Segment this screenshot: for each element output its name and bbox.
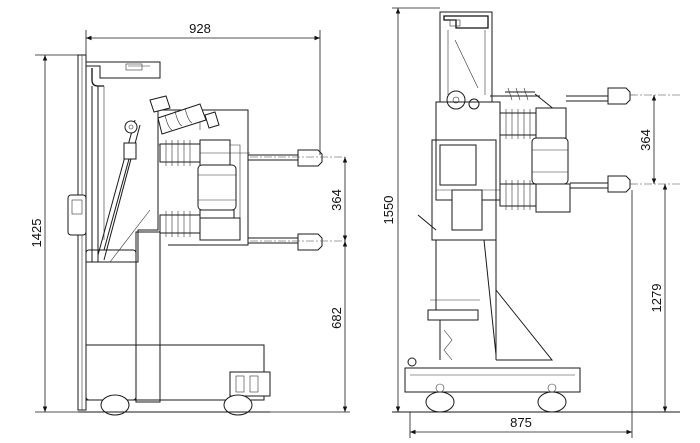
right-upper-insulator (499, 107, 567, 139)
right-wheel-rear (425, 391, 455, 413)
right-vacuum-bottle (531, 137, 569, 185)
dim-right-height: 1550 (381, 196, 396, 225)
left-upper-insulator (149, 95, 220, 135)
left-upper-contact (297, 149, 323, 167)
left-vacuum-bottle (197, 164, 237, 221)
dim-right-lower: 1279 (649, 284, 664, 313)
dim-right-spacing: 364 (638, 129, 653, 151)
left-carriage-post (85, 249, 137, 401)
left-handle (67, 194, 87, 236)
dim-left-bottom: 682 (329, 307, 344, 329)
right-view (392, 11, 680, 413)
left-wheel-rear (100, 394, 130, 416)
left-wheel-front (223, 394, 253, 416)
dim-left-width: 928 (189, 21, 211, 36)
right-inner-box (439, 144, 477, 186)
left-lower-contact (297, 233, 323, 251)
dim-left-height: 1425 (29, 219, 44, 248)
right-lower-contact (607, 175, 631, 193)
dim-left-spacing: 364 (329, 189, 344, 211)
left-insulator-upper-h (159, 139, 250, 167)
right-upper-contact (607, 87, 631, 105)
left-view (67, 54, 345, 416)
dim-right-width: 875 (510, 415, 532, 430)
right-gear (446, 90, 466, 110)
right-base (404, 367, 581, 393)
right-dimensions: 1550 364 1279 875 (381, 7, 668, 438)
left-insulator-lower-h (159, 211, 241, 241)
right-wheel-front (537, 391, 567, 413)
right-lower-insulator (499, 180, 571, 213)
left-dimensions: 928 1425 364 682 (29, 21, 350, 413)
